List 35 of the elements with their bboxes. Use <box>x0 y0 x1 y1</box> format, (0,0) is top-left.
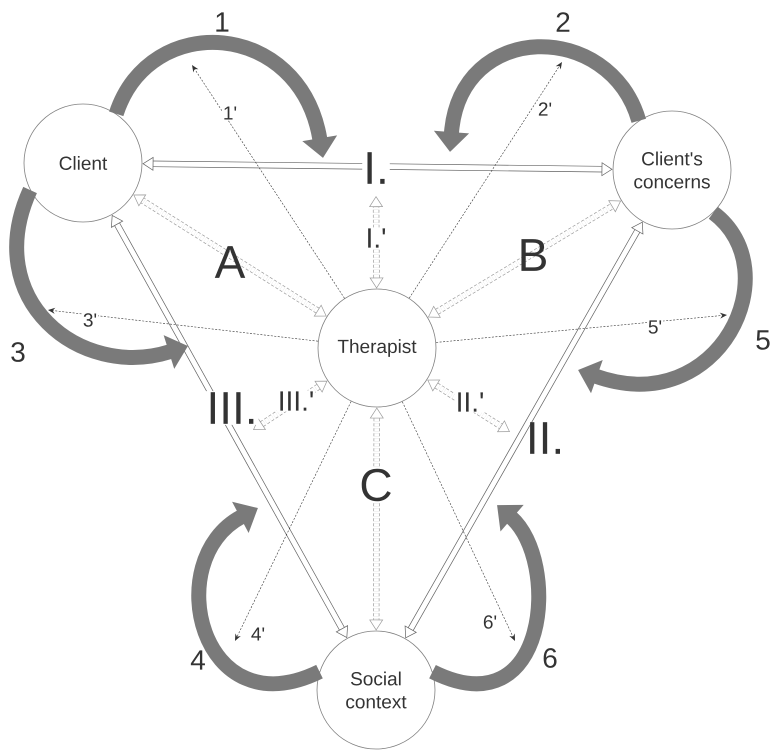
edge-label: I. <box>362 151 390 185</box>
arrow <box>402 401 515 641</box>
edge-label: 5' <box>646 319 664 335</box>
edge-label: 5 <box>756 330 770 350</box>
edge-label: I.' <box>364 227 388 249</box>
circle-node: Social context <box>316 630 436 750</box>
edge-label: 4' <box>250 626 266 642</box>
circle-node: Therapist <box>318 288 436 408</box>
edge-label: 2' <box>536 101 554 117</box>
circle-node: Client's concerns <box>612 110 732 230</box>
edge-label: II.' <box>454 391 486 413</box>
edge-label: A <box>214 246 246 278</box>
block-arrow <box>427 380 510 432</box>
edge-label: III.' <box>276 390 316 412</box>
edge-label: 1' <box>222 105 238 121</box>
curved-arrow <box>191 502 322 691</box>
edge-label: II. <box>530 422 560 454</box>
edge-label: C <box>358 468 394 502</box>
curved-arrow <box>430 504 546 691</box>
arrow <box>192 65 345 299</box>
block-arrow <box>133 194 327 316</box>
circle-node: Client <box>24 104 142 222</box>
arrow <box>408 62 562 298</box>
arrow <box>436 312 727 343</box>
edge-label: 2 <box>556 12 570 32</box>
edge-label: 3' <box>82 312 98 328</box>
edge-label: III. <box>205 391 259 425</box>
edge-label: 1 <box>216 12 228 32</box>
block-arrow <box>404 222 644 638</box>
edge-label: 4 <box>190 650 205 670</box>
edge-label: 6 <box>544 648 557 668</box>
edge-label: 3 <box>11 342 25 362</box>
arrow <box>235 401 352 641</box>
edge-label: 6' <box>482 614 498 630</box>
edge-label: B <box>521 239 546 271</box>
